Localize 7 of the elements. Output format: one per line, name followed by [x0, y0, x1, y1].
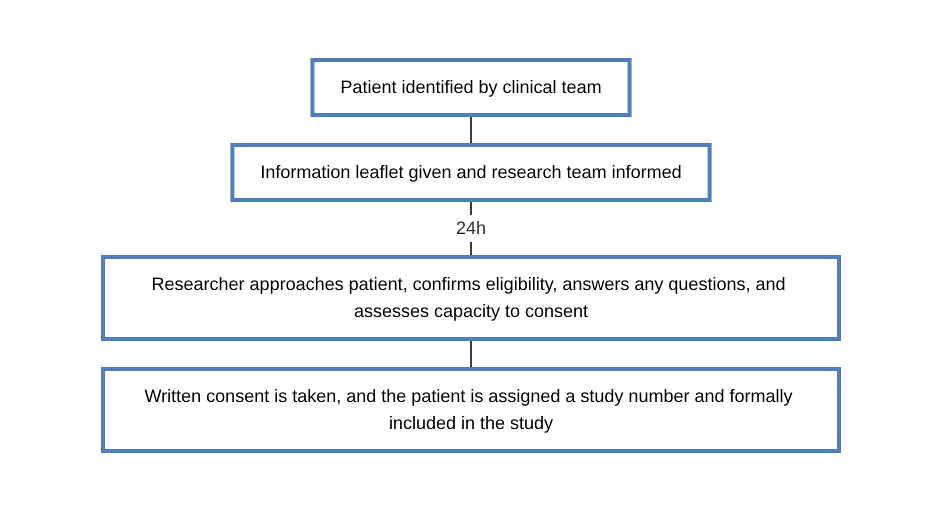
connector — [470, 338, 472, 368]
node-box: Written consent is taken, and the patient is assigned a study number and formally included in the study — [101, 366, 841, 452]
node-box: Patient identified by clinical team — [310, 58, 632, 116]
connector — [470, 114, 472, 144]
node-box: Information leaflet given and research team informed — [230, 142, 712, 202]
node-box: Researcher approaches patient, confirms eligibility, answers any questions, and assesses capacity to consent — [101, 254, 841, 340]
edge-label: 24h — [456, 218, 486, 238]
